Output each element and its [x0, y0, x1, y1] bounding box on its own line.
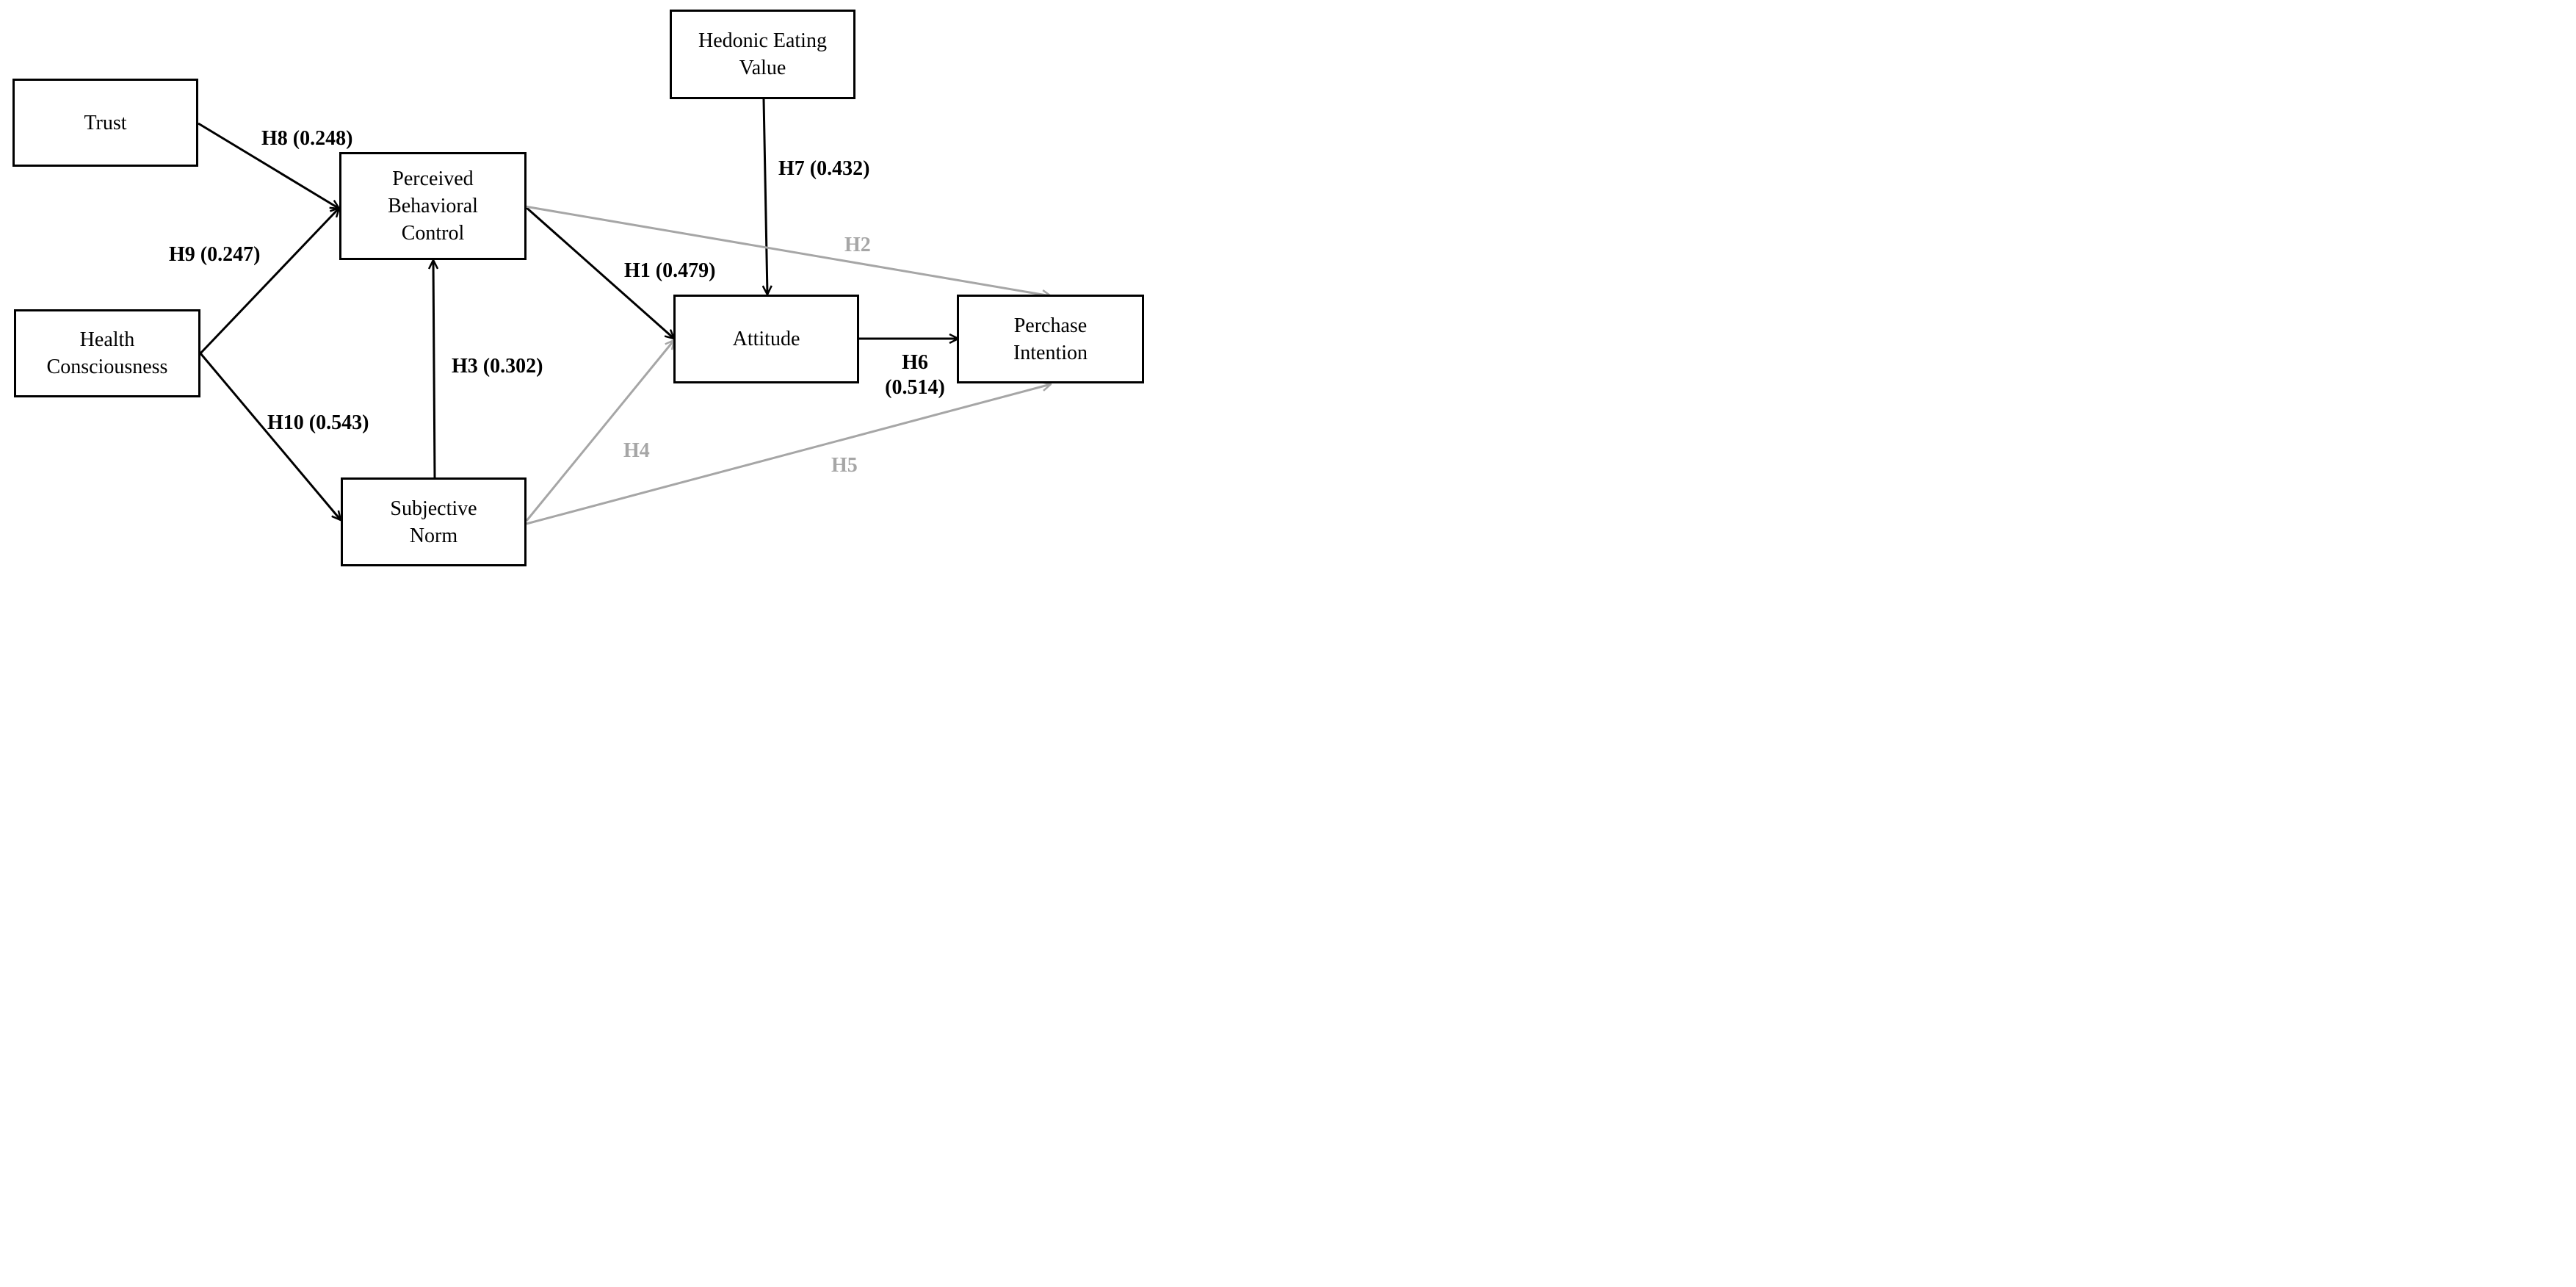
- path-label-h5: H5: [831, 454, 858, 477]
- arrow-h5-sn-to-intention: [526, 384, 1051, 525]
- node-health-label-line2: Consciousness: [46, 356, 168, 378]
- node-hedonic-eating-value: Hedonic Eating Value: [670, 10, 855, 99]
- node-attitude: Attitude: [673, 295, 859, 383]
- path-label-h1: H1 (0.479): [624, 259, 716, 282]
- path-label-h3: H3 (0.302): [452, 355, 543, 378]
- arrow-h2-pbc-to-intention: [524, 205, 1051, 296]
- research-model-diagram: Trust Hedonic Eating Value Perceived Beh…: [0, 0, 1151, 575]
- node-pbc-label-line3: Control: [401, 222, 465, 245]
- arrow-h4-sn-to-attitude: [525, 340, 674, 522]
- node-sn-label-line1: Subjective: [390, 497, 477, 520]
- node-purchase-intention: Perchase Intention: [957, 295, 1144, 383]
- path-label-h8: H8 (0.248): [261, 127, 353, 150]
- node-trust-label: Trust: [84, 111, 127, 134]
- path-label-h10: H10 (0.543): [267, 411, 369, 434]
- path-label-h6-line1: H6: [902, 351, 928, 374]
- arrow-h3-sn-to-pbc: [433, 260, 435, 478]
- node-intention-label-line1: Perchase: [1013, 314, 1088, 337]
- node-trust: Trust: [12, 79, 198, 167]
- node-hedonic-label-line1: Hedonic Eating: [698, 29, 827, 52]
- node-health-consciousness: Health Consciousness: [14, 309, 200, 397]
- node-pbc-label-line2: Behavioral: [388, 195, 478, 217]
- arrow-h7-hedonic-to-attitude: [764, 98, 767, 295]
- path-label-h6-line2: (0.514): [885, 376, 945, 399]
- node-pbc-label-line1: Perceived: [392, 167, 474, 190]
- node-attitude-label: Attitude: [732, 328, 800, 350]
- path-label-h4: H4: [623, 439, 650, 462]
- path-label-h7: H7 (0.432): [778, 157, 870, 180]
- path-arrows-layer: [198, 98, 1151, 525]
- path-label-h6: H6 (0.514): [875, 350, 955, 400]
- arrow-h9-health-to-pbc: [199, 208, 339, 355]
- node-sn-label-line2: Norm: [409, 524, 458, 547]
- node-intention-label-line2: Intention: [1013, 341, 1088, 364]
- node-health-label-line1: Health: [79, 328, 135, 351]
- arrow-h1-pbc-to-attitude: [524, 205, 674, 339]
- node-subjective-norm: Subjective Norm: [341, 477, 527, 566]
- node-perceived-behavioral-control: Perceived Behavioral Control: [339, 152, 527, 260]
- node-hedonic-label-line2: Value: [739, 57, 786, 79]
- arrow-h10-health-to-sn: [199, 353, 341, 520]
- path-label-h9: H9 (0.247): [169, 243, 261, 266]
- arrow-h8-trust-to-pbc: [198, 122, 339, 209]
- path-label-h2: H2: [844, 234, 871, 256]
